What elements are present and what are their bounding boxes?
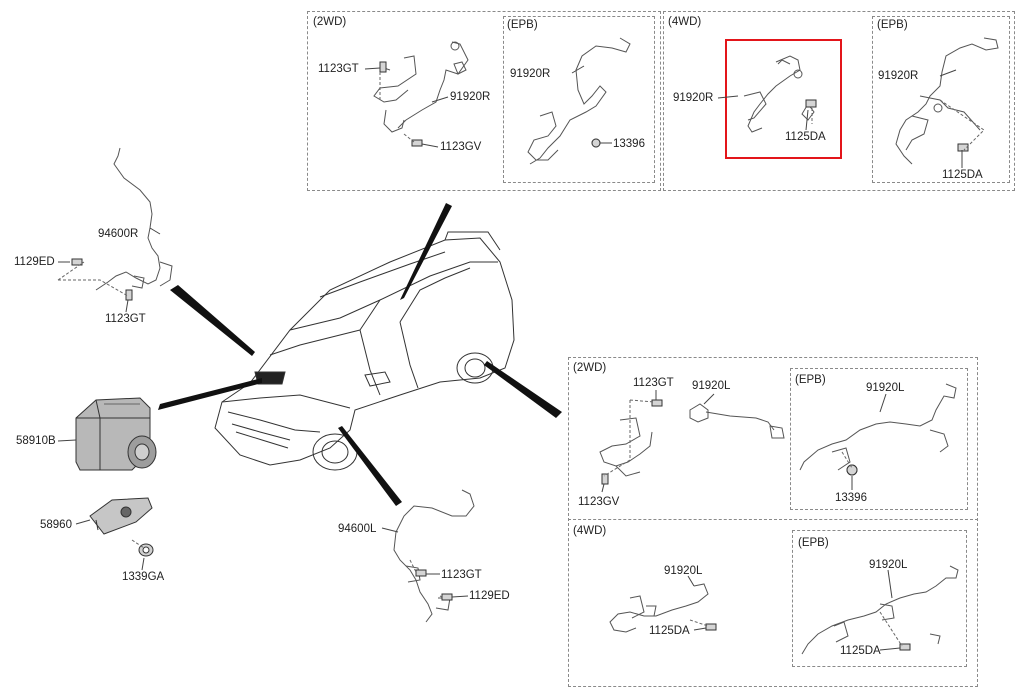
part-label-1129ED[interactable]: 1129ED — [469, 590, 510, 602]
group-label-rear-4wd-epb: (EPB) — [798, 537, 829, 549]
part-label-91920R[interactable]: 91920R — [450, 91, 491, 103]
part-label-13396[interactable]: 13396 — [613, 138, 645, 150]
rear-sensor-group-box — [568, 357, 978, 687]
part-label-1125DA[interactable]: 1125DA — [785, 131, 826, 143]
part-label-91920L[interactable]: 91920L — [869, 559, 908, 571]
rear-4wd-epb-subbox — [792, 530, 967, 667]
group-label-front-2wd: (2WD) — [313, 16, 347, 28]
bracket-58960-drawing — [89, 497, 153, 535]
part-label-91920R[interactable]: 91920R — [878, 70, 919, 82]
bolt-icon — [899, 643, 911, 651]
bolts — [71, 61, 969, 651]
bolt-icon — [411, 139, 423, 147]
bolt-icon — [651, 399, 663, 407]
part-label-1339GA[interactable]: 1339GA — [122, 571, 165, 583]
front-4wd-group-box — [663, 11, 1015, 191]
rear-4wd-divider — [568, 519, 978, 520]
rear-2wd-sensor-drawing — [599, 403, 785, 477]
part-label-1125DA[interactable]: 1125DA — [942, 169, 983, 181]
bolt-icon — [441, 593, 453, 601]
part-label-13396[interactable]: 13396 — [835, 492, 867, 504]
front-2wd-epb-subbox — [503, 16, 655, 183]
pointer-sweeps — [158, 203, 562, 506]
front-4wd-epb-sensor-drawing — [895, 37, 999, 165]
part-label-91920R[interactable]: 91920R — [673, 92, 714, 104]
rear-4wd-sensor-drawing — [609, 583, 709, 633]
front-4wd-sensor-drawing — [743, 55, 815, 133]
group-label-rear-4wd: (4WD) — [573, 525, 607, 537]
dashed-leaders — [57, 72, 985, 647]
front-4wd-epb-subbox — [872, 16, 1010, 183]
part-label-91920L[interactable]: 91920L — [692, 380, 731, 392]
part-label-94600R[interactable]: 94600R — [98, 228, 139, 240]
part-label-1123GV[interactable]: 1123GV — [578, 496, 620, 508]
part-label-91920L[interactable]: 91920L — [866, 382, 905, 394]
part-label-1123GT[interactable]: 1123GT — [318, 63, 359, 75]
car-illustration — [214, 231, 515, 471]
part-label-1123GT[interactable]: 1123GT — [441, 569, 482, 581]
brake-hose-94600L-drawing — [393, 489, 475, 623]
part-label-1129ED[interactable]: 1129ED — [14, 256, 55, 268]
group-label-front-4wd-epb: (EPB) — [877, 19, 908, 31]
bolt-icon — [379, 61, 387, 73]
rear-2wd-epb-subbox — [790, 368, 968, 510]
bolt-icon — [601, 473, 609, 485]
label-leaders — [57, 65, 963, 651]
bolt-icon — [957, 143, 969, 152]
part-label-58910B[interactable]: 58910B — [16, 435, 56, 447]
brake-hose-94600R-drawing — [95, 147, 173, 291]
bolt-icon — [805, 99, 817, 108]
group-label-rear-2wd-epb: (EPB) — [795, 374, 826, 386]
part-label-58960[interactable]: 58960 — [40, 519, 72, 531]
part-label-1123GT[interactable]: 1123GT — [105, 313, 146, 325]
front-sensor-group-box — [307, 11, 661, 191]
bolt-icon — [705, 623, 717, 631]
bolt-icon — [71, 258, 83, 266]
part-label-1125DA[interactable]: 1125DA — [840, 645, 881, 657]
part-label-1123GV[interactable]: 1123GV — [440, 141, 482, 153]
part-label-94600L[interactable]: 94600L — [338, 523, 377, 535]
part-label-91920L[interactable]: 91920L — [664, 565, 703, 577]
rear-4wd-epb-sensor-drawing — [801, 565, 959, 655]
highlight-box-91920R[interactable] — [725, 39, 842, 159]
rear-2wd-epb-sensor-drawing — [799, 383, 957, 476]
group-label-front-4wd: (4WD) — [668, 16, 702, 28]
part-label-1123GT[interactable]: 1123GT — [633, 377, 674, 389]
abs-unit-58910B-drawing — [75, 397, 157, 471]
part-label-1125DA[interactable]: 1125DA — [649, 625, 690, 637]
group-label-front-2wd-epb: (EPB) — [507, 19, 538, 31]
part-label-91920R[interactable]: 91920R — [510, 68, 551, 80]
group-label-rear-2wd: (2WD) — [573, 362, 607, 374]
bolt-icon — [415, 569, 427, 577]
